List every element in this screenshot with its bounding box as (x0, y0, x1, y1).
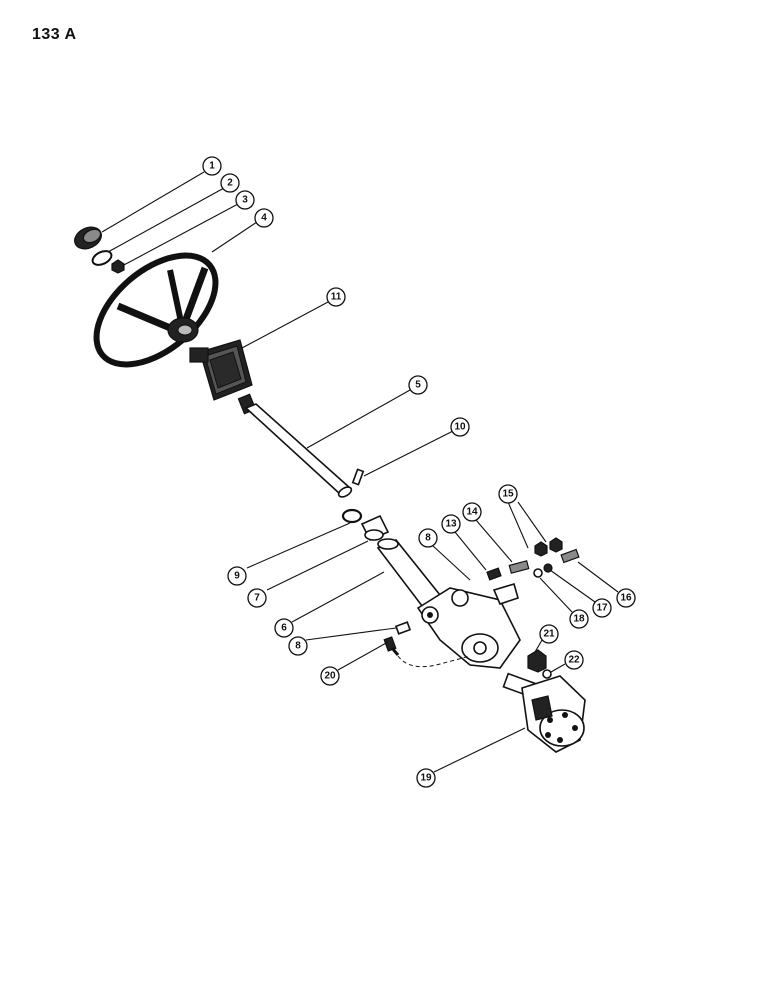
callout-4: 4 (254, 208, 274, 228)
svg-text:1: 1 (209, 161, 215, 172)
svg-text:9: 9 (234, 571, 240, 582)
part-nut-upper (549, 537, 563, 553)
callout-19: 19 (416, 768, 436, 788)
part-column-boot (189, 339, 253, 401)
part-capscrew (383, 636, 400, 656)
callout-18: 18 (569, 609, 589, 629)
part-horn-cap (74, 226, 102, 250)
svg-text:11: 11 (331, 292, 342, 303)
part-steering-shaft (237, 393, 353, 498)
callout-8-lower: 8 (288, 636, 308, 656)
part-bolt (560, 548, 580, 564)
callout-2: 2 (220, 173, 240, 193)
svg-text:10: 10 (454, 422, 466, 433)
callout-6: 6 (274, 618, 294, 638)
svg-text:21: 21 (543, 629, 555, 640)
page-number: 133 A (32, 26, 77, 43)
svg-text:17: 17 (596, 603, 608, 614)
svg-text:22: 22 (568, 655, 580, 666)
svg-text:18: 18 (573, 614, 585, 625)
callout-15: 15 (498, 484, 518, 504)
callout-22: 22 (564, 650, 584, 670)
callout-7: 7 (247, 588, 267, 608)
svg-text:14: 14 (466, 507, 478, 518)
assembly-line (397, 655, 471, 668)
leader-lines (101, 171, 619, 773)
callout-17: 17 (592, 598, 612, 618)
part-dowel (394, 621, 412, 635)
callout-11: 11 (326, 287, 346, 307)
svg-text:8: 8 (425, 533, 431, 544)
part-steering-wheel (93, 252, 219, 368)
callout-1: 1 (202, 156, 222, 176)
svg-text:20: 20 (324, 671, 336, 682)
part-ring (91, 250, 113, 266)
svg-text:8: 8 (295, 641, 301, 652)
svg-text:19: 19 (420, 773, 432, 784)
callout-8-upper: 8 (418, 528, 438, 548)
svg-text:7: 7 (254, 593, 260, 604)
callout-10: 10 (450, 417, 470, 437)
svg-text:5: 5 (415, 380, 421, 391)
svg-text:15: 15 (502, 489, 514, 500)
part-fitting (527, 649, 547, 673)
part-steering-valve (502, 672, 586, 753)
svg-text:16: 16 (620, 593, 632, 604)
part-nut (111, 259, 125, 274)
svg-text:3: 3 (242, 195, 248, 206)
callout-9: 9 (227, 566, 247, 586)
svg-text:2: 2 (227, 178, 233, 189)
part-plug (486, 567, 502, 581)
svg-text:6: 6 (281, 623, 287, 634)
svg-text:13: 13 (445, 519, 457, 530)
callout-3: 3 (235, 190, 255, 210)
part-snap-ring (341, 508, 363, 524)
part-bushing (360, 514, 390, 542)
callout-20: 20 (320, 666, 340, 686)
svg-text:4: 4 (261, 213, 267, 224)
part-column-housing (376, 538, 521, 669)
part-nut-lower (534, 541, 548, 557)
callout-5: 5 (408, 375, 428, 395)
callout-13: 13 (441, 514, 461, 534)
callout-14: 14 (462, 502, 482, 522)
callout-16: 16 (616, 588, 636, 608)
part-pin (351, 468, 365, 486)
callout-21: 21 (539, 624, 559, 644)
part-stud (508, 560, 530, 574)
part-o-ring (542, 669, 552, 679)
part-washer (533, 568, 543, 578)
